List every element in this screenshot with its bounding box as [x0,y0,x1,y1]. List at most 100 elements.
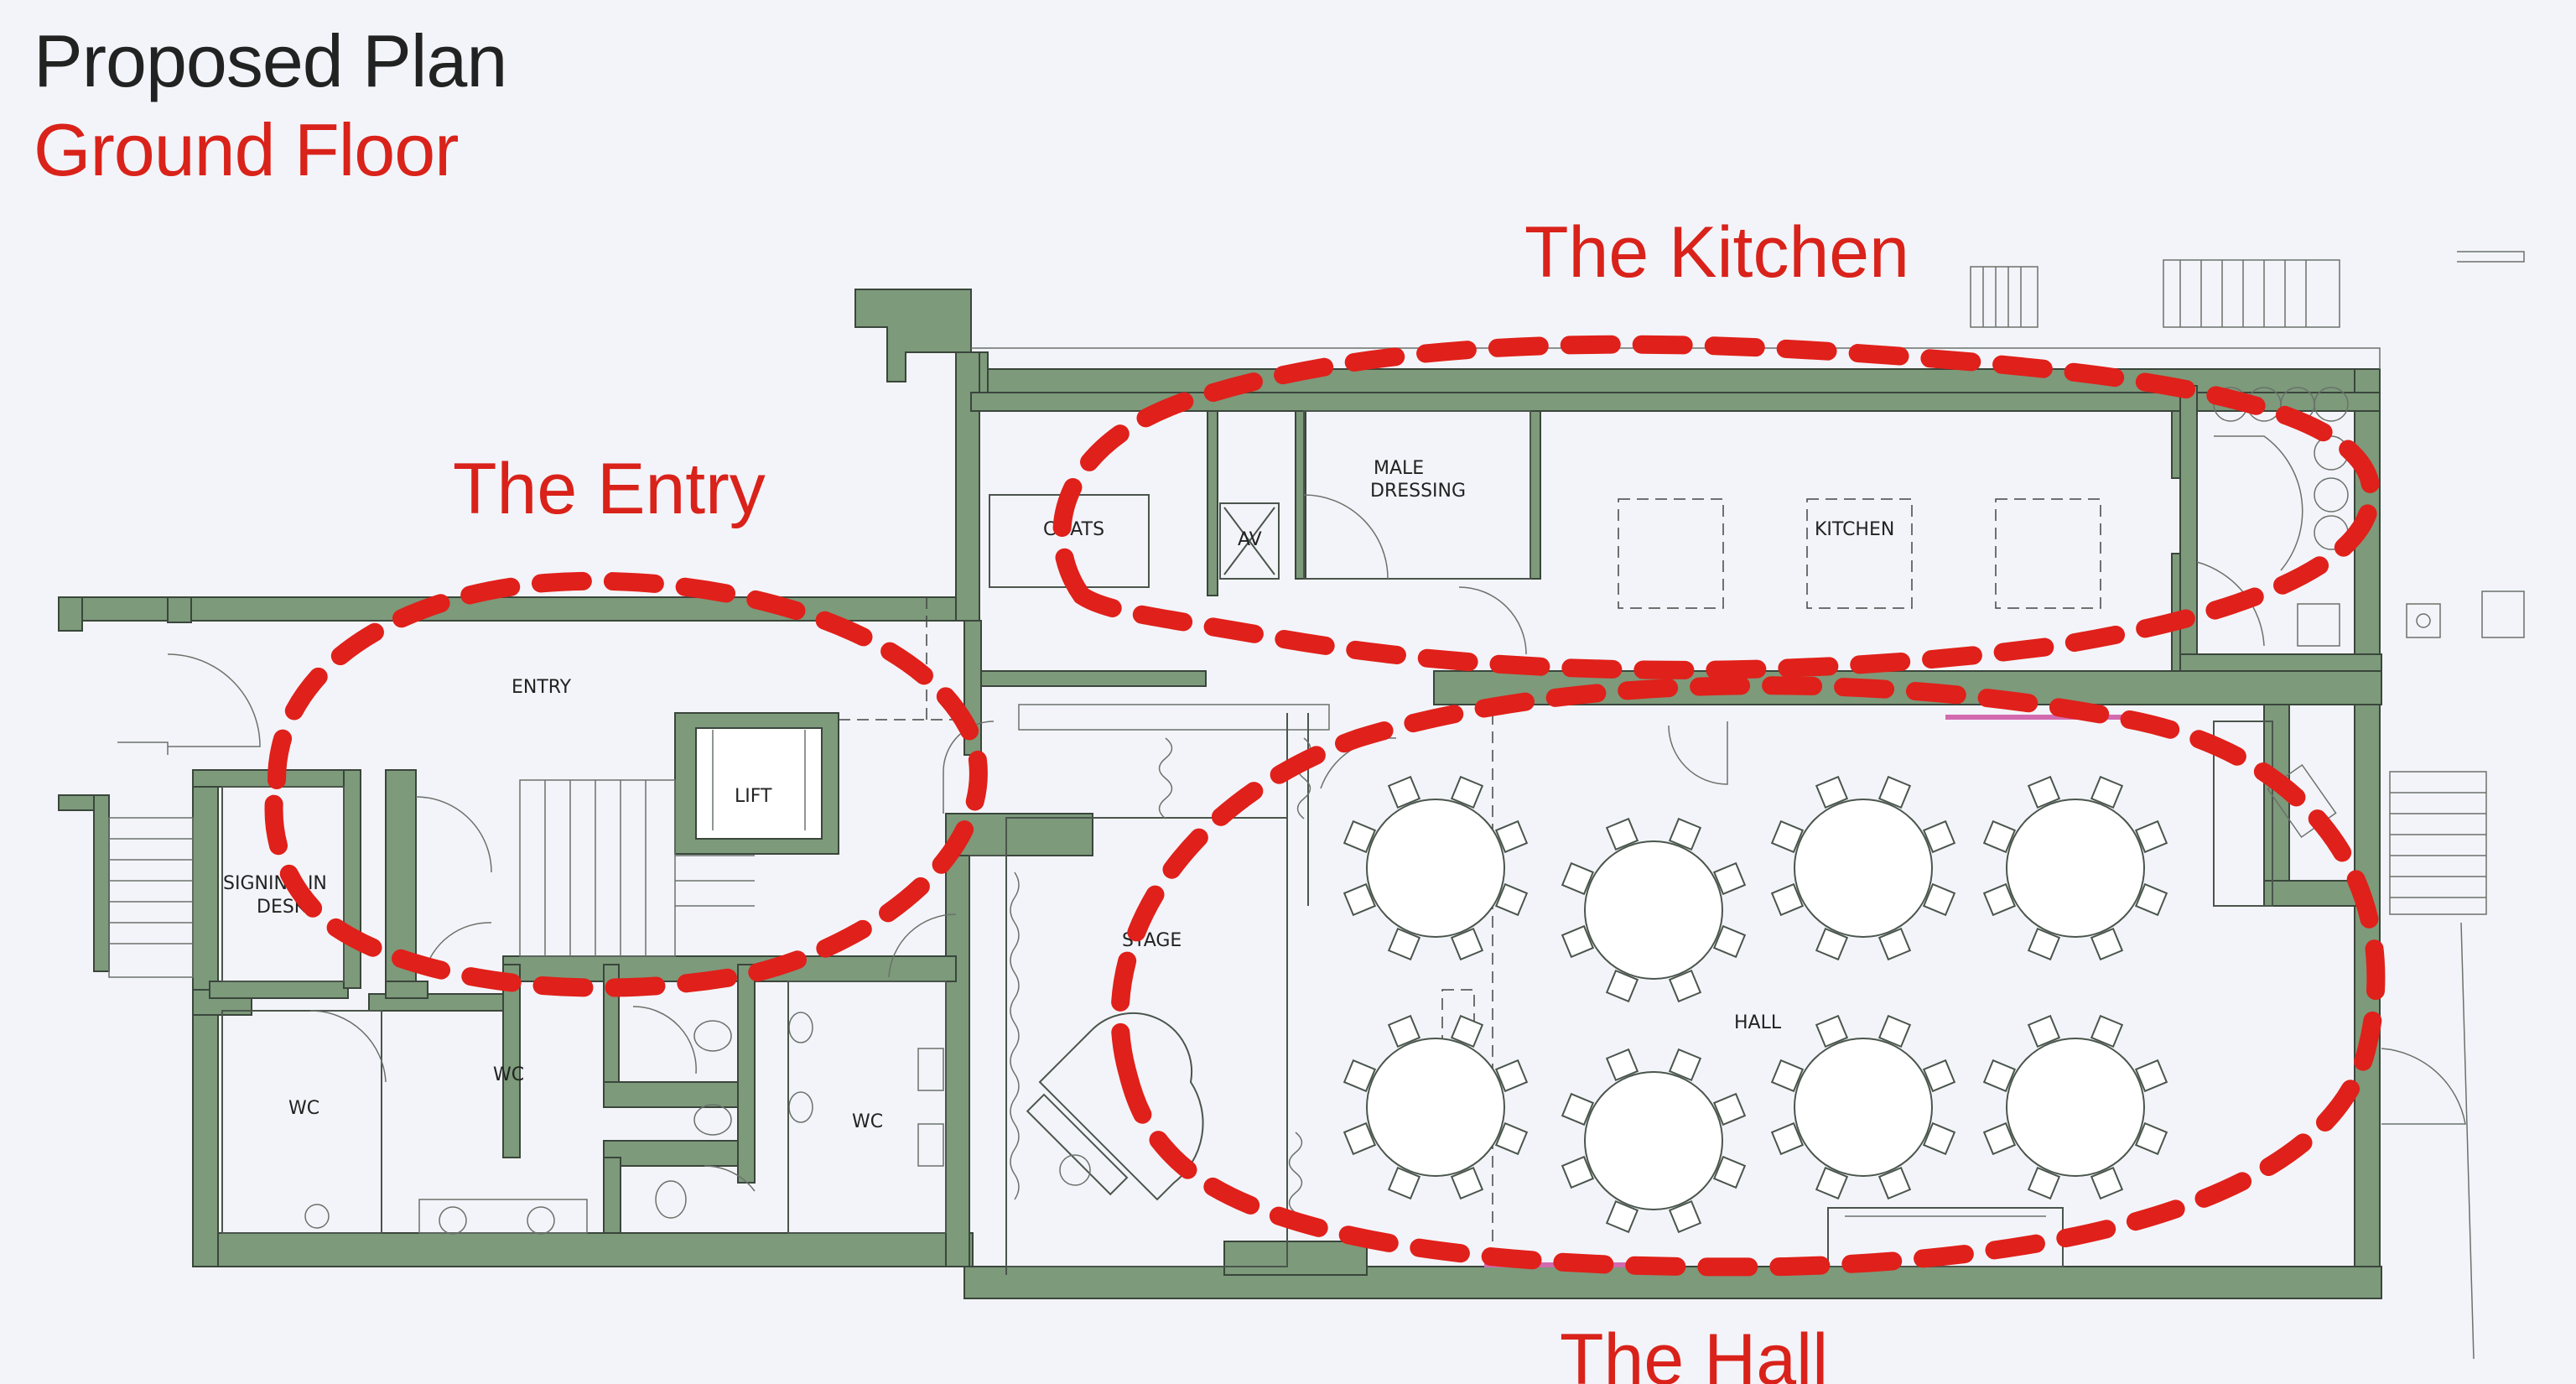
chair [1770,819,1805,854]
chair [1605,969,1639,1003]
chair [1877,1014,1912,1048]
chair [1494,819,1529,854]
round-table [1770,775,1956,961]
chair [1712,1092,1747,1126]
table-top [1584,840,1723,980]
zone-outline-hall [1110,676,2386,1277]
chair [1450,927,1484,961]
chair [1922,1059,1956,1093]
room-label-lift: LIFT [735,786,772,807]
round-table [1982,1014,2168,1200]
plan-title: Proposed Plan [34,19,507,102]
round-table [1561,1048,1747,1234]
chair [1494,1121,1529,1156]
chair [1605,817,1639,851]
round-table [1770,1014,1956,1200]
chair [1712,924,1747,959]
zone-label-entry: The Entry [453,449,766,529]
chair [1982,882,2017,917]
table-top [1366,799,1505,938]
chair [1815,1166,1849,1200]
chair [1922,882,1956,917]
chair [1561,1155,1595,1189]
chair [1450,775,1484,809]
walls [58,289,2382,1299]
chair [1561,924,1595,959]
room-label-male-dressing-2: DRESSING [1370,481,1466,502]
chair [2090,1014,2124,1048]
table-top [2006,1038,2145,1177]
chair [1387,775,1421,809]
chair [1561,1092,1595,1126]
room-label-signing-in-1: SIGNING IN [223,873,327,894]
table-top [1794,799,1933,938]
interior-lines [108,251,2525,1360]
zone-outline-kitchen [1052,335,2381,679]
chair [1922,819,1956,854]
zone-outlines [264,335,2386,1277]
chair [1770,882,1805,917]
plan-subtitle: Ground Floor [34,108,459,191]
chair [2090,775,2124,809]
chair [1605,1199,1639,1234]
hall-tables [1343,775,2168,1234]
chair [2027,927,2061,961]
chair [1343,1059,1377,1093]
room-label-kitchen: KITCHEN [1815,519,1894,540]
zone-labels: The Kitchen The Entry The Hall [453,212,1909,1384]
chair [2027,775,2061,809]
chair [1343,819,1377,854]
chair [1343,1121,1377,1156]
chair [1387,1166,1421,1200]
table-top [1794,1038,1933,1177]
zone-label-hall: The Hall [1560,1319,1828,1384]
chair [1922,1121,1956,1156]
room-label-wc-right: WC [852,1111,883,1132]
chair [1387,927,1421,961]
chair [1450,1014,1484,1048]
chair [1668,1048,1702,1082]
chair [2134,1121,2168,1156]
chair [1770,1121,1805,1156]
chair [1982,1059,2017,1093]
chair [1877,1166,1912,1200]
chair [1494,882,1529,917]
zone-label-kitchen: The Kitchen [1524,212,1909,293]
chair [1815,775,1849,809]
chair [1343,882,1377,917]
chair [2027,1166,2061,1200]
chair [1982,819,2017,854]
room-label-coats: COATS [1043,519,1104,540]
round-table [1982,775,2168,961]
chair [1815,927,1849,961]
chair [2134,819,2168,854]
zone-outline-entry [264,571,988,997]
room-label-wc-middle: WC [493,1064,524,1085]
round-table [1343,1014,1529,1200]
room-label-wc-left: WC [288,1098,319,1119]
room-label-male-dressing-1: MALE [1374,458,1424,479]
room-labels: COATS AV MALE DRESSING KITCHEN ENTRY LIF… [223,458,1894,1132]
chair [1877,775,1912,809]
chair [2090,927,2124,961]
chair [1668,1199,1702,1234]
chair [1494,1059,1529,1093]
table-top [2006,799,2145,938]
room-label-entry: ENTRY [512,677,572,698]
table-top [1366,1038,1505,1177]
round-table [1561,817,1747,1003]
chair [2134,1059,2168,1093]
chair [1877,927,1912,961]
chair [2090,1166,2124,1200]
chair [1668,969,1702,1003]
chair [1450,1166,1484,1200]
room-label-hall: HALL [1734,1012,1782,1033]
chair [1982,1121,2017,1156]
chair [1387,1014,1421,1048]
room-label-av: AV [1238,529,1262,550]
round-table [1343,775,1529,961]
chair [1712,1155,1747,1189]
table-top [1584,1071,1723,1210]
chair [1605,1048,1639,1082]
